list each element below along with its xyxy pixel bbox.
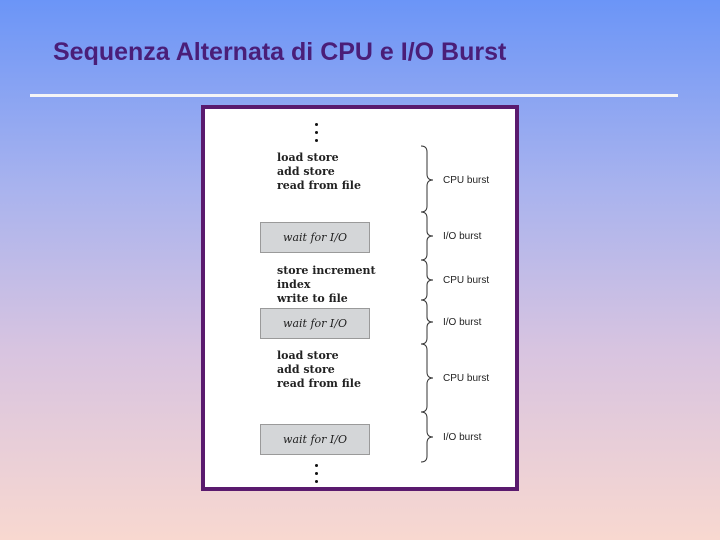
code-line: store increment [277,264,376,277]
ellipsis-top [315,123,319,147]
code-line: read from file [277,179,361,192]
burst-braces [420,145,434,463]
burst-label-io: I/O burst [443,432,482,443]
code-line: load store [277,349,339,362]
burst-label-cpu: CPU burst [443,373,490,384]
code-line: load store [277,151,339,164]
code-line: write to file [277,292,348,305]
ellipsis-bottom [315,464,319,488]
code-line: read from file [277,377,361,390]
burst-label-cpu: CPU burst [443,275,490,286]
brace-io-burst-1 [420,211,434,261]
wait-for-io-box: wait for I/O [260,222,370,253]
code-line: add store [277,165,335,178]
wait-for-io-box: wait for I/O [260,424,370,455]
code-line: add store [277,363,335,376]
brace-cpu-burst-1 [420,145,434,213]
wait-for-io-box: wait for I/O [260,308,370,339]
title-divider [30,94,678,97]
brace-io-burst-3 [420,411,434,463]
burst-label-io: I/O burst [443,231,482,242]
brace-io-burst-2 [420,299,434,345]
slide-title: Sequenza Alternata di CPU e I/O Burst [53,38,507,66]
brace-cpu-burst-3 [420,343,434,413]
cpu-io-burst-diagram: load store add store read from file wait… [201,105,519,491]
code-line: index [277,278,311,291]
burst-label-cpu: CPU burst [443,175,490,186]
burst-label-io: I/O burst [443,317,482,328]
brace-cpu-burst-2 [420,259,434,301]
